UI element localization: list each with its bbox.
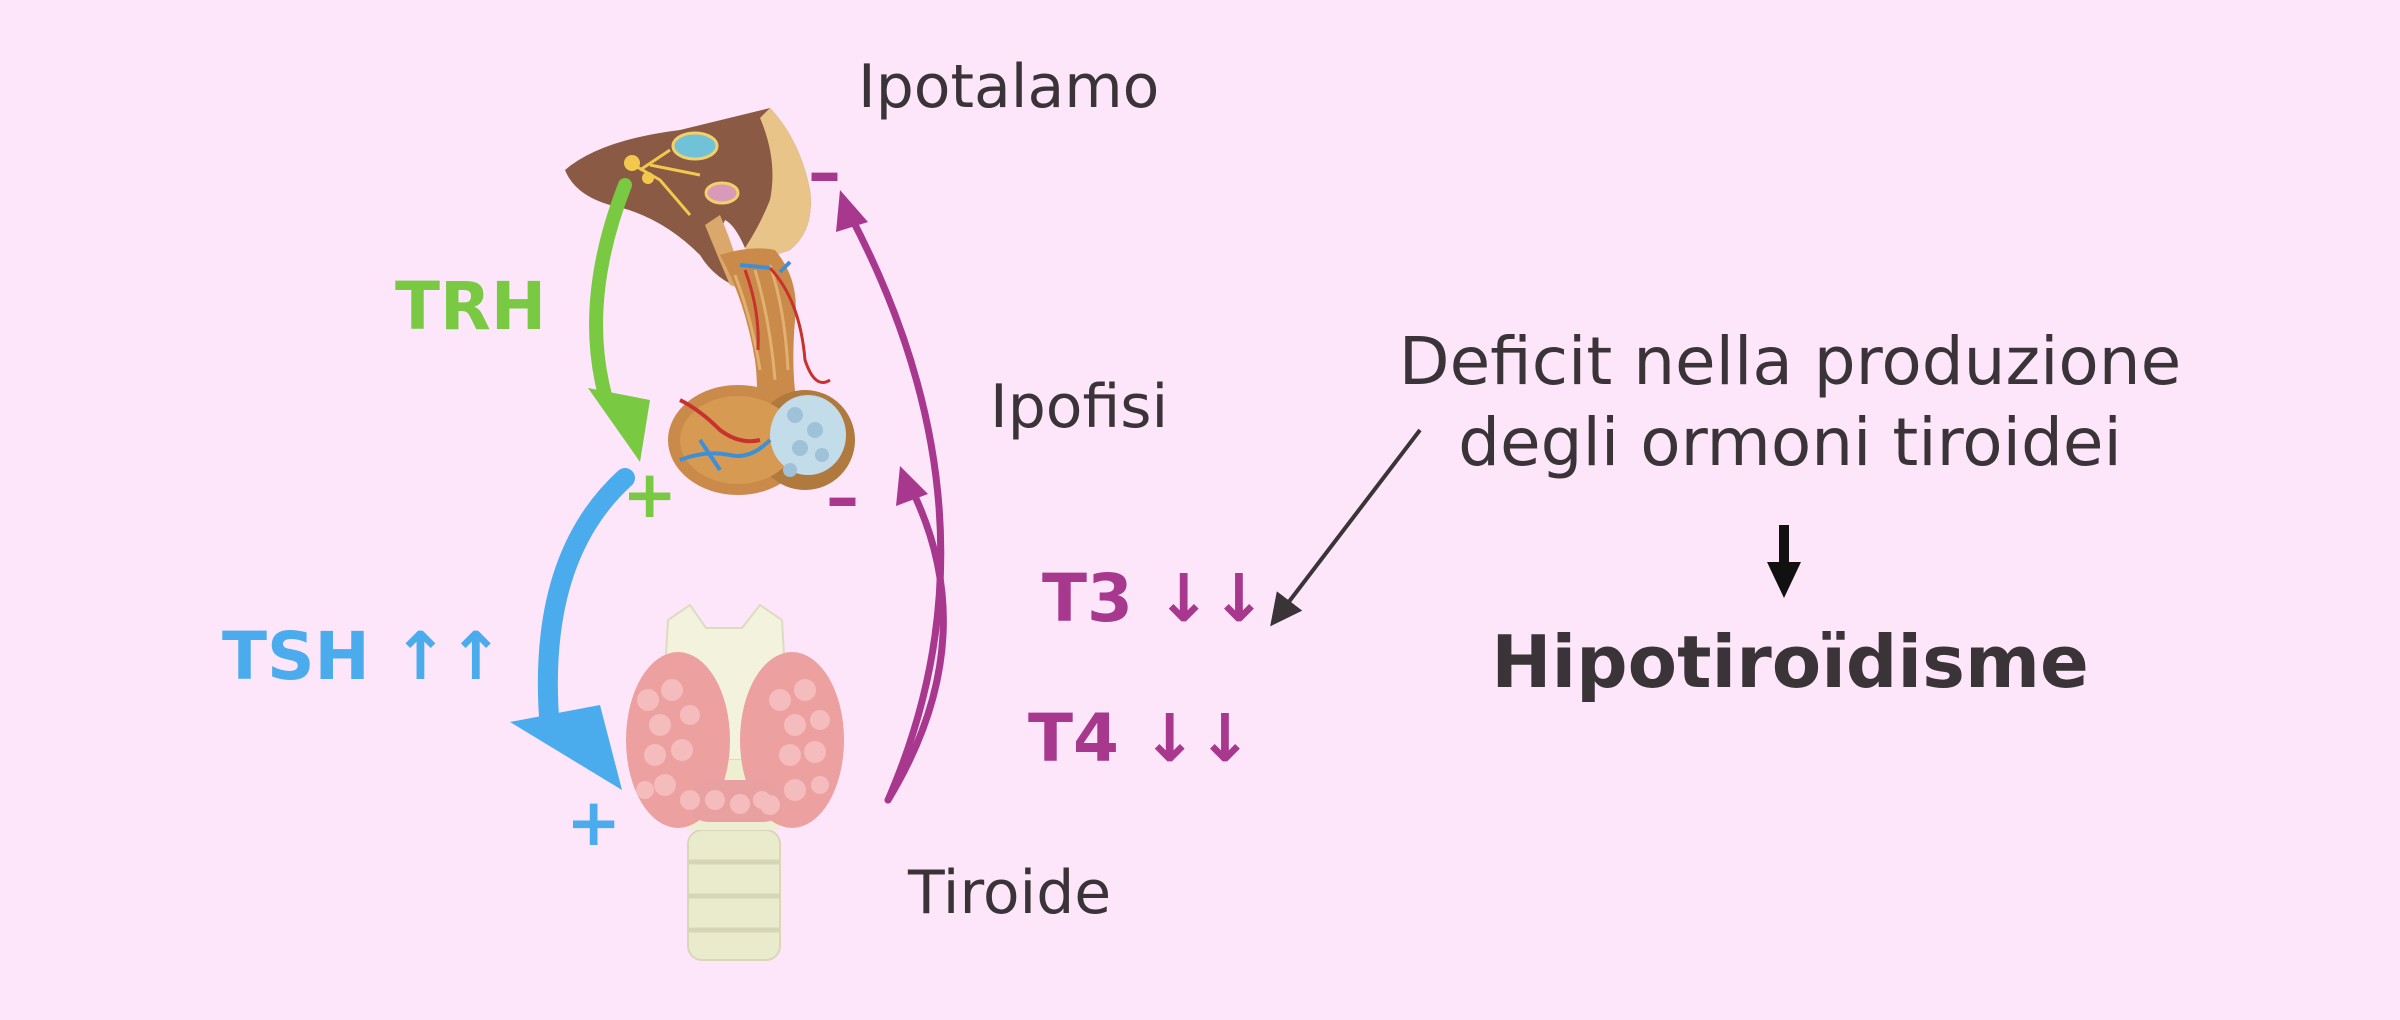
pituitary-minus-sign: – (826, 459, 859, 536)
t3-label: T3 ↓↓ (1042, 560, 1267, 637)
hypothyroidism-result: Hipotiroïdisme (1491, 620, 2089, 704)
trh-plus-sign: + (622, 456, 678, 533)
hypothalamus-label: Ipotalamo (858, 52, 1160, 122)
deficit-explanation: Deficit nella produzione degli ormoni ti… (1390, 322, 2190, 483)
t4-decrease-icon: ↓↓ (1141, 700, 1253, 777)
t3-name: T3 (1042, 560, 1133, 637)
pituitary-label: Ipofisi (990, 372, 1169, 442)
deficit-line-1: Deficit nella produzione (1398, 323, 2182, 400)
tsh-increase-icon: ↑↑ (392, 618, 504, 695)
pituitary-illustration (668, 248, 855, 495)
feedback-arrow-pituitary (884, 466, 947, 804)
t4-label: T4 ↓↓ (1028, 700, 1253, 777)
hypothalamus-minus-sign: – (808, 134, 841, 211)
tsh-name: TSH (222, 618, 370, 695)
trh-label: TRH (395, 268, 547, 345)
hypothalamus-illustration (565, 108, 811, 290)
tsh-plus-sign: + (566, 784, 622, 861)
tsh-label: TSH ↑↑ (222, 618, 503, 695)
explanation-pointer-arrow (1270, 428, 1422, 627)
t4-name: T4 (1028, 700, 1119, 777)
thyroid-label: Tiroide (908, 858, 1112, 928)
t3-decrease-icon: ↓↓ (1155, 560, 1267, 637)
deficit-line-2: degli ormoni tiroidei (1458, 403, 2122, 481)
result-down-arrow (1767, 525, 1801, 598)
trh-arrow (588, 178, 650, 462)
feedback-arrow-hypothalamus (836, 190, 945, 804)
thyroid-illustration (626, 603, 844, 961)
tsh-arrow (510, 468, 635, 790)
